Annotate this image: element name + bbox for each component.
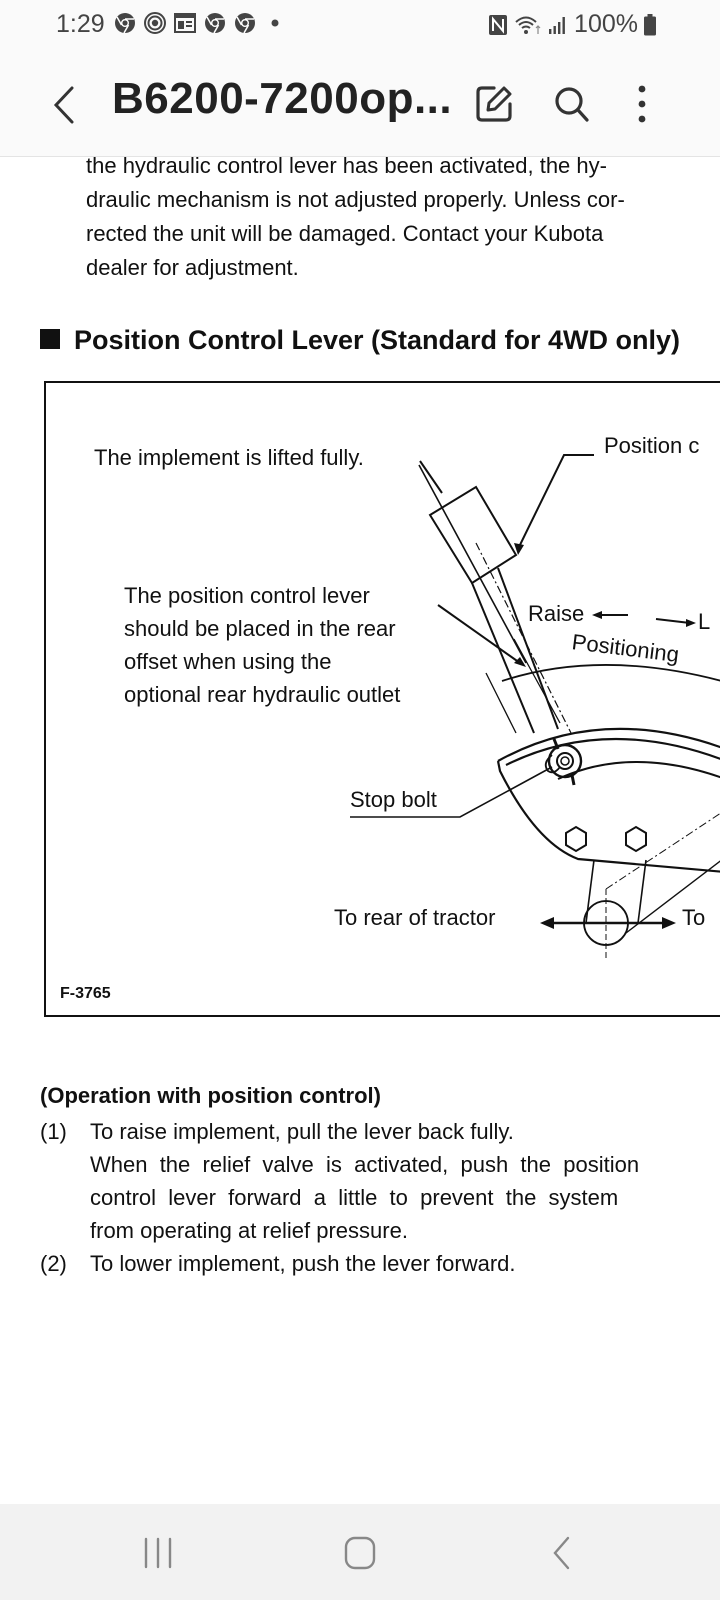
text-line: To lower implement, push the lever forwa… [90,1251,516,1276]
nfc-icon [489,14,508,35]
operation-step: (1) To raise implement, pull the lever b… [40,1115,720,1247]
text-line: offset when using the [124,649,332,674]
hex-bolt [625,825,647,853]
text-line: the hydraulic control lever has been act… [86,157,607,178]
status-bar: 1:29 100% [0,0,720,56]
lever-shaft [471,582,535,734]
text-line: rected the unit will be damaged. Contact… [86,221,604,246]
text-line: When the relief valve is activated, push… [90,1152,640,1177]
hex-bolt [565,825,587,853]
chrome-icon [235,13,255,34]
search-button[interactable] [548,78,596,130]
figure-id: F-3765 [60,985,111,1002]
lower-arrow-head [686,619,696,627]
label-lower: L [698,609,711,634]
square-bullet-icon [40,328,60,349]
operation-step: (2) To lower implement, push the lever f… [40,1247,720,1280]
signal-icon [549,16,565,34]
label-lifted-fully: The implement is lifted fully. [94,445,364,470]
operation-steps: (1) To raise implement, pull the lever b… [40,1115,720,1280]
more-options-button[interactable] [618,78,666,130]
chrome-icon [115,13,135,34]
chevron-left-icon [53,86,74,124]
raise-arrow-head [592,611,602,619]
label-raise: Raise [528,601,585,626]
section-heading-text: Position Control Lever (Standard for 4WD… [74,325,681,355]
status-time: 1:29 [56,10,105,38]
back-button[interactable] [44,80,84,130]
lever-diagram-drawing [350,454,720,959]
stop-bolt [547,743,583,779]
label-to-rear: To rear of tractor [334,905,496,930]
section-heading: Position Control Lever (Standard for 4WD… [40,325,680,356]
text-line: The position control lever [124,583,370,608]
label-stop-bolt: Stop bolt [350,787,437,812]
lever-diagram-figure: The implement is lifted fully. Position … [44,381,720,1017]
operation-heading: (Operation with position control) [40,1083,381,1108]
more-options-icon [638,85,646,123]
recent-apps-button[interactable] [128,1528,188,1578]
document-title: B6200-7200op... [112,74,453,123]
label-position-control: Position c [604,433,700,458]
more-notifications-dot-icon [271,19,279,27]
recent-apps-icon [144,1537,172,1569]
text-line: should be placed in the rear [124,616,396,641]
back-arrow-icon [553,1536,570,1570]
battery-icon [644,13,656,35]
label-to-front: To [682,905,706,930]
notification-icons [114,12,286,34]
home-icon [344,1536,376,1570]
chrome-icon [205,13,225,34]
pdf-page-view[interactable]: the hydraulic control lever has been act… [0,157,720,1501]
edit-button[interactable] [470,78,518,130]
wifi-icon [515,16,541,34]
system-status-icons: 100% [488,10,656,39]
app-bar: B6200-7200op... [0,56,720,157]
label-lever-note: The position control lever should be pla… [124,579,400,711]
text-line: control lever forward a little to preven… [90,1185,619,1210]
news-icon [174,13,196,33]
home-button[interactable] [330,1528,390,1578]
nav-back-button[interactable] [532,1528,592,1578]
lever-grip [428,485,518,585]
target-app-icon [144,12,166,34]
text-line: optional rear hydraulic outlet [124,682,401,707]
text-line: from operating at relief pressure. [90,1218,408,1243]
step-number: (2) [40,1251,67,1276]
system-navigation-bar [0,1504,720,1600]
search-icon [555,87,589,122]
step-number: (1) [40,1119,67,1144]
text-line: draulic mechanism is not adjusted proper… [86,187,625,212]
text-line: To raise implement, pull the lever back … [90,1119,514,1144]
intro-paragraph: the hydraulic control lever has been act… [86,157,720,285]
text-line: dealer for adjustment. [86,255,299,280]
edit-icon [476,86,512,122]
battery-percent: 100% [574,10,638,38]
